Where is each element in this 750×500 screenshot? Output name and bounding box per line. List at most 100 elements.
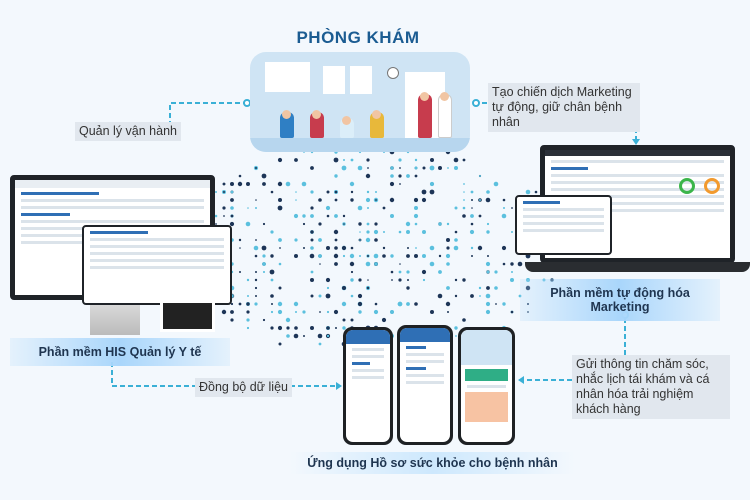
dot: [469, 229, 475, 235]
dot: [342, 214, 346, 218]
dot: [334, 238, 338, 242]
dot: [310, 278, 314, 282]
dot: [310, 206, 314, 210]
phone-news: [458, 327, 515, 445]
dot: [318, 198, 322, 202]
dot: [255, 207, 257, 209]
dot: [471, 199, 473, 201]
dot: [446, 262, 450, 266]
dot: [413, 213, 419, 219]
dot: [278, 342, 282, 346]
dot: [221, 309, 227, 315]
dot: [254, 254, 258, 258]
dot: [366, 230, 370, 234]
dot: [270, 294, 274, 298]
dot: [446, 222, 450, 226]
dot: [471, 255, 473, 257]
dot: [215, 223, 217, 225]
dot: [295, 311, 297, 313]
dot: [373, 309, 379, 315]
dot: [350, 158, 354, 162]
dot: [374, 302, 378, 306]
dot: [318, 222, 322, 226]
dot: [326, 246, 330, 250]
dot: [502, 262, 506, 266]
dot: [334, 246, 338, 250]
dot: [470, 214, 474, 218]
dot: [246, 310, 250, 314]
dot: [365, 197, 371, 203]
dot: [367, 167, 369, 169]
dot: [389, 197, 395, 203]
dot: [455, 335, 457, 337]
dot: [270, 310, 274, 314]
dot: [398, 230, 402, 234]
dot: [429, 189, 435, 195]
dot: [310, 294, 314, 298]
dot: [246, 182, 250, 186]
dot: [341, 165, 347, 171]
dot: [230, 214, 234, 218]
poster: [265, 62, 310, 92]
dot: [255, 271, 257, 273]
dot: [247, 295, 249, 297]
dot: [366, 158, 370, 162]
dot: [350, 190, 354, 194]
dot: [421, 189, 427, 195]
poster: [350, 66, 372, 94]
dot: [302, 222, 306, 226]
dot: [238, 238, 242, 242]
dot: [310, 214, 314, 218]
dot: [430, 166, 434, 170]
dot: [334, 262, 338, 266]
marketing-window: [515, 195, 612, 255]
dot: [237, 181, 243, 187]
dot: [454, 294, 458, 298]
dot: [414, 222, 418, 226]
dot: [359, 255, 361, 257]
dot: [357, 301, 363, 307]
laptop-base: [525, 262, 750, 272]
dot: [278, 262, 282, 266]
dot: [479, 199, 481, 201]
dot: [238, 302, 242, 306]
dot: [255, 295, 257, 297]
dot: [471, 207, 473, 209]
dot: [223, 215, 225, 217]
label-marketing-campaign: Tạo chiến dịch Marketing tự động, giữ ch…: [488, 83, 640, 132]
dot: [421, 197, 427, 203]
dot: [405, 221, 411, 227]
dot: [406, 270, 410, 274]
dot: [438, 222, 442, 226]
dot: [502, 198, 506, 202]
dot: [374, 262, 378, 266]
dot: [487, 255, 489, 257]
dot: [303, 247, 305, 249]
dot: [382, 254, 386, 258]
dot: [358, 222, 362, 226]
dot: [215, 191, 217, 193]
dot: [277, 325, 283, 331]
dot: [407, 279, 409, 281]
clock-icon: [387, 67, 399, 79]
dot: [254, 278, 258, 282]
dot: [357, 293, 363, 299]
dot: [342, 318, 346, 322]
marketing-title: Phần mềm tự động hóa Marketing: [520, 279, 720, 321]
dot: [485, 293, 491, 299]
dot: [485, 309, 491, 315]
dot: [350, 198, 354, 202]
poster: [323, 66, 345, 94]
dot: [511, 231, 513, 233]
dot: [517, 261, 523, 267]
dot: [414, 174, 418, 178]
dot: [334, 198, 338, 202]
dot: [309, 253, 315, 259]
dot: [382, 318, 386, 322]
dot: [399, 263, 401, 265]
dot: [398, 278, 402, 282]
dot: [253, 245, 259, 251]
dot: [414, 158, 418, 162]
dot: [279, 247, 281, 249]
dot: [230, 182, 234, 186]
